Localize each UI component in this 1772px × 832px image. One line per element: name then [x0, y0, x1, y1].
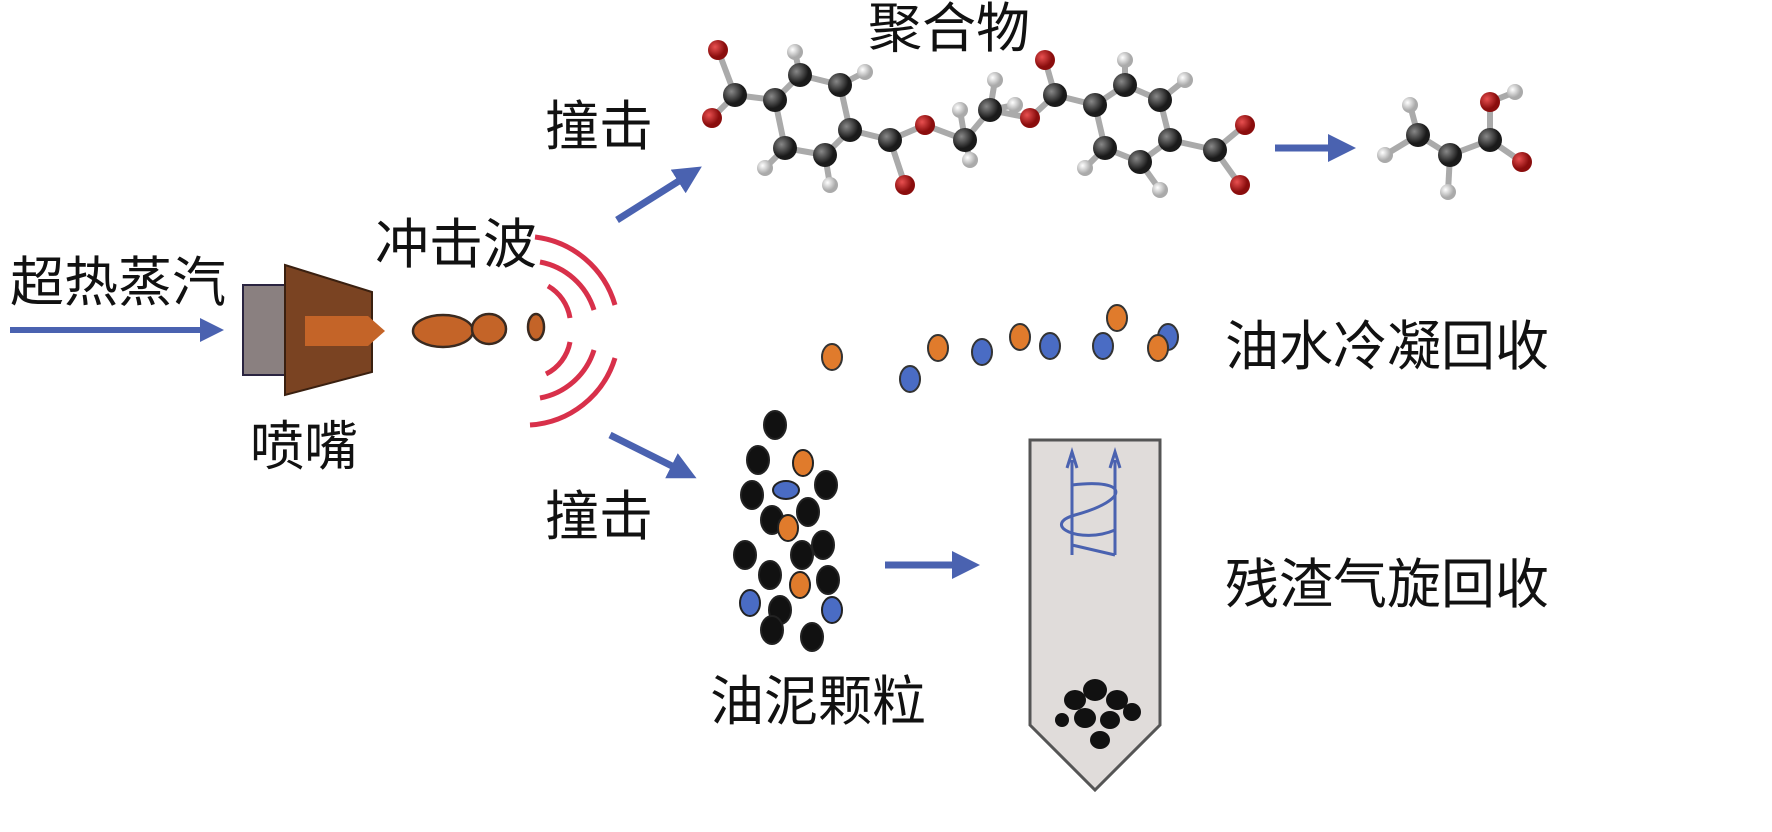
oil-water-droplets — [821, 304, 1179, 393]
oxygen-atom — [708, 40, 728, 60]
shockwave-label: 冲击波 — [375, 213, 537, 276]
carbon-atom — [1113, 73, 1137, 97]
oxygen-atom — [1020, 108, 1040, 128]
oxygen-atom — [1480, 92, 1500, 112]
hydrogen-atom — [987, 72, 1003, 88]
carbon-atom — [1438, 143, 1462, 167]
oxygen-atom — [1512, 152, 1532, 172]
impact-arrow-bottom — [608, 431, 697, 479]
carbon-atom — [1128, 150, 1152, 174]
sludge-label: 油泥颗粒 — [710, 670, 926, 733]
hydrogen-atom — [1077, 160, 1093, 176]
hydrogen-atom — [1440, 184, 1456, 200]
hydrogen-atom — [1177, 72, 1193, 88]
hydrogen-atom — [952, 102, 968, 118]
hydrogen-atom — [1152, 182, 1168, 198]
oxygen-atom — [1035, 50, 1055, 70]
oxygen-atom — [1235, 115, 1255, 135]
hydrogen-atom — [1117, 52, 1133, 68]
nozzle-icon — [242, 263, 385, 397]
oxygen-atom — [895, 175, 915, 195]
hydrogen-atom — [822, 177, 838, 193]
hydrogen-atom — [962, 152, 978, 168]
hydrogen-atom — [857, 64, 873, 80]
oxygen-atom — [1230, 175, 1250, 195]
carbon-atom — [838, 118, 862, 142]
hydrogen-atom — [1377, 147, 1393, 163]
hydrogen-atom — [1507, 84, 1523, 100]
hydrogen-atom — [1402, 97, 1418, 113]
steam-label: 超热蒸汽 — [10, 251, 226, 314]
impact-label-top: 撞击 — [545, 95, 653, 158]
polymer-molecule — [702, 40, 1255, 198]
sludge-particles — [733, 410, 843, 652]
residue-label: 残渣气旋回收 — [1225, 553, 1549, 616]
oxygen-atom — [915, 115, 935, 135]
carbon-atom — [953, 128, 977, 152]
carbon-atom — [1043, 83, 1067, 107]
impact-label-bottom: 撞击 — [545, 485, 653, 548]
impact-arrow-top — [615, 166, 702, 223]
carbon-atom — [1083, 93, 1107, 117]
carbon-atom — [813, 143, 837, 167]
droplets — [411, 312, 546, 349]
oxygen-atom — [702, 108, 722, 128]
polymer-label: 聚合物 — [868, 0, 1030, 60]
carbon-atom — [1406, 123, 1430, 147]
carbon-atom — [978, 98, 1002, 122]
hydrogen-atom — [757, 160, 773, 176]
hydrogen-atom — [787, 44, 803, 60]
carbon-atom — [1203, 138, 1227, 162]
nozzle-label: 喷嘴 — [250, 415, 358, 478]
carbon-atom — [773, 136, 797, 160]
carbon-atom — [828, 73, 852, 97]
oil-water-label: 油水冷凝回收 — [1225, 315, 1549, 378]
carbon-atom — [723, 83, 747, 107]
hydrogen-atom — [1007, 97, 1023, 113]
carbon-atom — [1478, 128, 1502, 152]
carbon-atom — [788, 63, 812, 87]
carbon-atom — [763, 88, 787, 112]
cyclone-icon — [1028, 438, 1162, 793]
product-molecule — [1377, 84, 1532, 200]
carbon-atom — [1093, 136, 1117, 160]
carbon-atom — [1158, 128, 1182, 152]
carbon-atom — [878, 128, 902, 152]
shockwave-icon — [529, 234, 618, 428]
carbon-atom — [1148, 88, 1172, 112]
